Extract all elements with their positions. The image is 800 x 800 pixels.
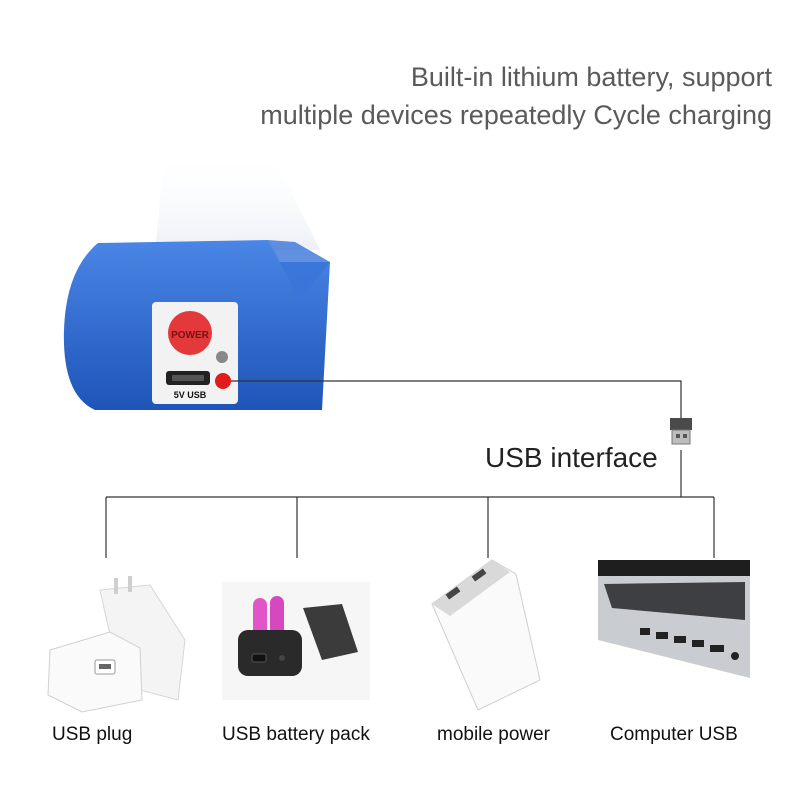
power-button-icon xyxy=(168,311,212,355)
device-label-computer-usb: Computer USB xyxy=(610,724,738,745)
port-line xyxy=(231,380,682,418)
port-label: 5V USB xyxy=(174,390,207,400)
usb-connector-icon xyxy=(670,418,692,445)
port-marker xyxy=(215,373,231,389)
headline-line-2: multiple devices repeatedly Cycle chargi… xyxy=(260,100,772,130)
headline-line-1: Built-in lithium battery, support xyxy=(410,62,772,92)
indicator-icon xyxy=(216,351,228,363)
wall-charger-icon xyxy=(47,576,186,713)
light-beam xyxy=(155,150,320,250)
device-label-usb-plug: USB plug xyxy=(52,724,133,745)
battery-pack-icon xyxy=(222,582,370,700)
usb-interface-label: USB interface xyxy=(485,442,658,473)
power-bank-icon xyxy=(431,559,541,711)
headline: Built-in lithium battery, support multip… xyxy=(152,58,772,134)
battery-icon: POWER 5V USB xyxy=(63,240,330,410)
device-label-battery-pack: USB battery pack xyxy=(222,724,370,745)
laptop-usb-icon xyxy=(598,560,750,678)
power-label: POWER xyxy=(171,330,210,341)
device-label-mobile-power: mobile power xyxy=(437,724,550,745)
